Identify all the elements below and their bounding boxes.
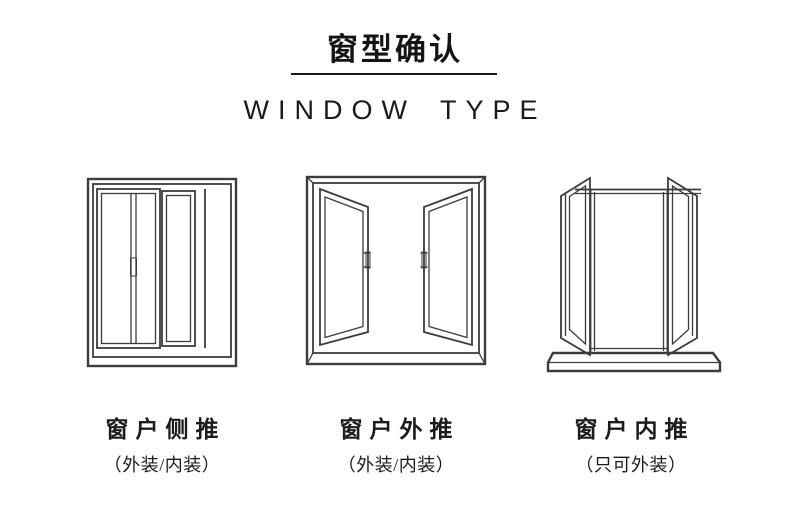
sliding-window-icon [86, 177, 238, 368]
inward-opening-window-icon [546, 176, 722, 373]
outward-opening-window-icon [305, 175, 487, 366]
caption-label: 窗户侧推 [105, 417, 226, 442]
right-sash-open [423, 187, 473, 347]
frame-outer [305, 175, 487, 366]
inward-window-figure [545, 166, 735, 386]
caption-sliding: 窗户侧推 （外装/内装） [52, 410, 272, 477]
caption-outward: 窗户外推 （外装/内装） [286, 410, 506, 477]
handle [421, 251, 427, 269]
caption-label: 窗户外推 [339, 417, 460, 442]
sliding-window-figure [82, 172, 242, 372]
handle [130, 257, 137, 277]
right-sash-open [667, 176, 698, 357]
page-subtitle: WINDOW TYPE [243, 95, 547, 125]
caption-inward: 窗户内推 （只可外装） [521, 410, 741, 477]
title-underline [291, 73, 497, 75]
page-title: 窗型确认 [327, 32, 463, 67]
left-sash-open [319, 187, 369, 347]
frame-outer [86, 177, 238, 368]
outward-window-figure [300, 172, 490, 372]
left-sash [96, 188, 161, 349]
caption-note: （外装/内装） [103, 455, 221, 475]
left-sash-open [560, 176, 591, 357]
frame-inner [92, 183, 232, 358]
frame-inner [312, 182, 480, 354]
right-sash [161, 190, 196, 347]
caption-note: （只可外装） [575, 455, 687, 475]
handle [365, 251, 371, 269]
caption-label: 窗户内推 [574, 417, 695, 442]
caption-note: （外装/内装） [337, 455, 455, 475]
